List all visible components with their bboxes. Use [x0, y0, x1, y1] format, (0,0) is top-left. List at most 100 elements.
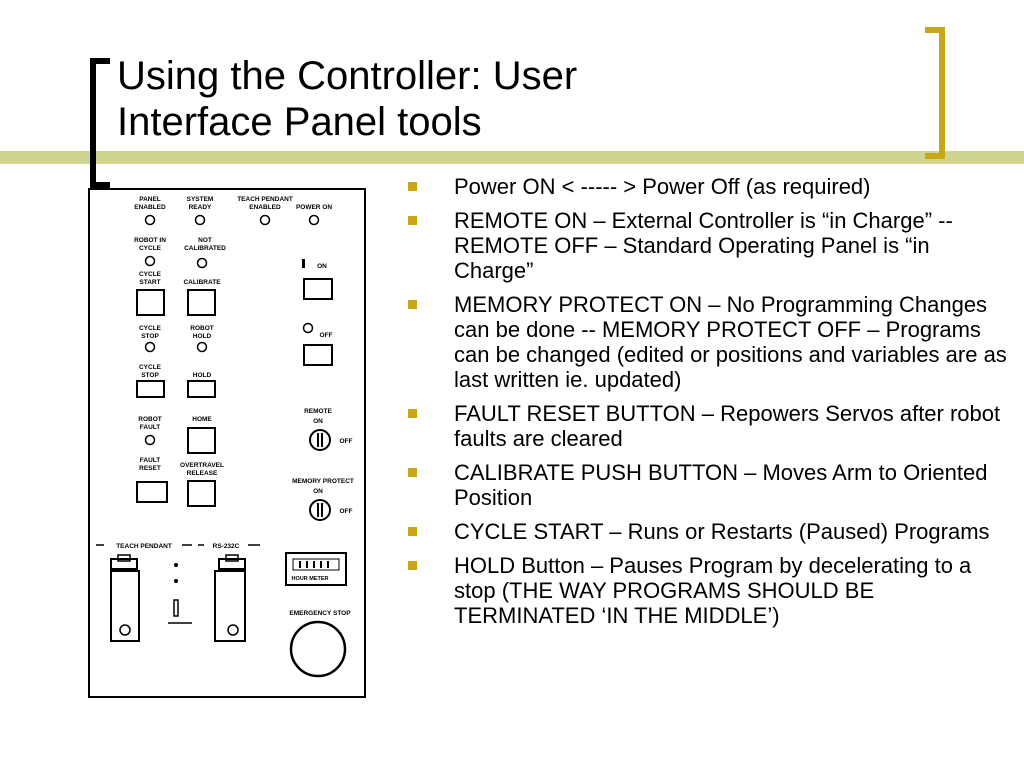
- power-off-button[interactable]: [303, 344, 333, 366]
- label-robot-fault-1: ROBOT: [138, 416, 162, 423]
- label-power-switch-off: OFF: [320, 332, 333, 339]
- bullet-item: FAULT RESET BUTTON – Repowers Servos aft…: [408, 401, 1008, 451]
- mp-key-slot-1: [317, 503, 319, 517]
- robot-fault-light: [144, 434, 156, 446]
- bullet-text: CALIBRATE PUSH BUTTON – Moves Arm to Ori…: [454, 460, 988, 510]
- left-bracket-decoration: [90, 58, 110, 188]
- bullet-item: Power ON < ----- > Power Off (as require…: [408, 174, 1008, 199]
- tp-toggle-switch[interactable]: [173, 599, 179, 617]
- label-system-ready: READY: [189, 204, 212, 211]
- not-calibrated-light: [196, 257, 208, 269]
- tp-port-screw: [119, 624, 131, 636]
- rs232-connector-tab: [225, 554, 239, 562]
- label-remote: REMOTE: [304, 408, 332, 415]
- tp-enabled-light: [259, 214, 271, 226]
- label-rs232c: RS-232C: [213, 543, 240, 550]
- teach-pendant-port[interactable]: [110, 570, 140, 642]
- bullet-marker-icon: [408, 182, 417, 191]
- slide-title: Using the Controller: User Interface Pan…: [117, 53, 817, 145]
- label-cycle-stop-1: CYCLE: [139, 325, 162, 332]
- operator-panel-diagram: PANEL ENABLED SYSTEM READY TEACH PENDANT…: [88, 187, 368, 699]
- bullet-marker-icon: [408, 561, 417, 570]
- title-line-1: Using the Controller: User: [117, 54, 578, 98]
- label-cycle-start-2: START: [139, 279, 160, 286]
- bullet-item: MEMORY PROTECT ON – No Programming Chang…: [408, 292, 1008, 392]
- calibrate-button[interactable]: [187, 289, 216, 316]
- label-robot-hold-2: HOLD: [193, 333, 212, 340]
- operator-panel-svg: PANEL ENABLED SYSTEM READY TEACH PENDANT…: [88, 188, 366, 698]
- bullet-text: REMOTE ON – External Controller is “in C…: [454, 208, 953, 283]
- tp-status-dot: [174, 563, 178, 567]
- mp-key-slot-2: [321, 503, 323, 517]
- emergency-stop-button[interactable]: [289, 620, 347, 678]
- power-on-button[interactable]: [303, 278, 333, 300]
- label-home: HOME: [192, 416, 212, 423]
- label-tp-enabled: ENABLED: [249, 204, 281, 211]
- label-remote-on: ON: [313, 418, 323, 425]
- fault-reset-button[interactable]: [136, 481, 168, 503]
- bullet-marker-icon: [408, 216, 417, 225]
- bullet-marker-icon: [408, 468, 417, 477]
- bullet-item: HOLD Button – Pauses Program by decelera…: [408, 553, 1008, 628]
- power-on-light: [308, 214, 320, 226]
- label-power-switch-on: ON: [317, 263, 327, 270]
- system-ready-light: [194, 214, 206, 226]
- label-memory-protect: MEMORY PROTECT: [292, 478, 354, 485]
- bullet-marker-icon: [408, 300, 417, 309]
- rs232-connector-cap: [218, 558, 246, 570]
- label-hold: HOLD: [193, 372, 212, 379]
- label-calibrate: CALIBRATE: [183, 279, 221, 286]
- label-robot-in-cycle: CYCLE: [139, 245, 162, 252]
- hold-button[interactable]: [187, 380, 216, 398]
- bullet-text: CYCLE START – Runs or Restarts (Paused) …: [454, 519, 990, 544]
- overtravel-release-button[interactable]: [187, 480, 216, 507]
- bullet-marker-icon: [408, 527, 417, 536]
- cycle-stop-button[interactable]: [136, 380, 165, 398]
- home-button[interactable]: [187, 427, 216, 454]
- rs232-port-screw: [227, 624, 239, 636]
- hour-meter: [285, 552, 347, 586]
- label-panel: PANEL: [139, 196, 161, 203]
- cycle-start-button[interactable]: [136, 289, 165, 316]
- label-fault-reset-1: FAULT: [140, 457, 160, 464]
- label-remote-off: OFF: [340, 438, 353, 445]
- label-power-on: POWER ON: [296, 204, 332, 211]
- tp-connect-dot: [174, 579, 178, 583]
- label-cycle-stop-2: STOP: [141, 333, 159, 340]
- title-line-2: Interface Panel tools: [117, 100, 482, 144]
- label-robot-in: ROBOT IN: [134, 237, 166, 244]
- rs232c-port[interactable]: [214, 570, 246, 642]
- tp-connector-tab: [117, 554, 131, 562]
- label-mp-off: OFF: [340, 508, 353, 515]
- label-overtravel-2: RELEASE: [187, 470, 218, 477]
- power-on-indicator: [302, 259, 305, 268]
- bullet-marker-icon: [408, 409, 417, 418]
- label-emergency-stop: EMERGENCY STOP: [289, 610, 351, 617]
- remote-key-slot-2: [321, 433, 323, 447]
- label-overtravel-1: OVERTRAVEL: [180, 462, 224, 469]
- label-system: SYSTEM: [187, 196, 214, 203]
- panel-enabled-light: [144, 214, 156, 226]
- label-robot-fault-2: FAULT: [140, 424, 160, 431]
- bullet-text: FAULT RESET BUTTON – Repowers Servos aft…: [454, 401, 1001, 451]
- hour-meter-display: [292, 558, 340, 571]
- memory-protect-key-switch[interactable]: [309, 499, 331, 521]
- remote-key-slot-1: [317, 433, 319, 447]
- label-cycle-stop-b1: CYCLE: [139, 364, 162, 371]
- cycle-stop-light: [144, 341, 156, 353]
- title-accent-line: [0, 151, 1024, 164]
- bullet-text: MEMORY PROTECT ON – No Programming Chang…: [454, 292, 1007, 392]
- label-robot-hold-1: ROBOT: [190, 325, 214, 332]
- bullet-item: REMOTE ON – External Controller is “in C…: [408, 208, 1008, 283]
- label-not: NOT: [198, 237, 212, 244]
- remote-key-switch[interactable]: [309, 429, 331, 451]
- robot-in-cycle-light: [144, 255, 156, 267]
- label-teach-pendant-port: TEACH PENDANT: [116, 543, 172, 550]
- bullet-list: Power ON < ----- > Power Off (as require…: [408, 174, 1008, 637]
- label-fault-reset-2: RESET: [139, 465, 161, 472]
- bullet-item: CALIBRATE PUSH BUTTON – Moves Arm to Ori…: [408, 460, 1008, 510]
- bullet-text: HOLD Button – Pauses Program by decelera…: [454, 553, 972, 628]
- right-bracket-decoration: [925, 27, 945, 159]
- power-off-light: [302, 322, 314, 334]
- bullet-item: CYCLE START – Runs or Restarts (Paused) …: [408, 519, 1008, 544]
